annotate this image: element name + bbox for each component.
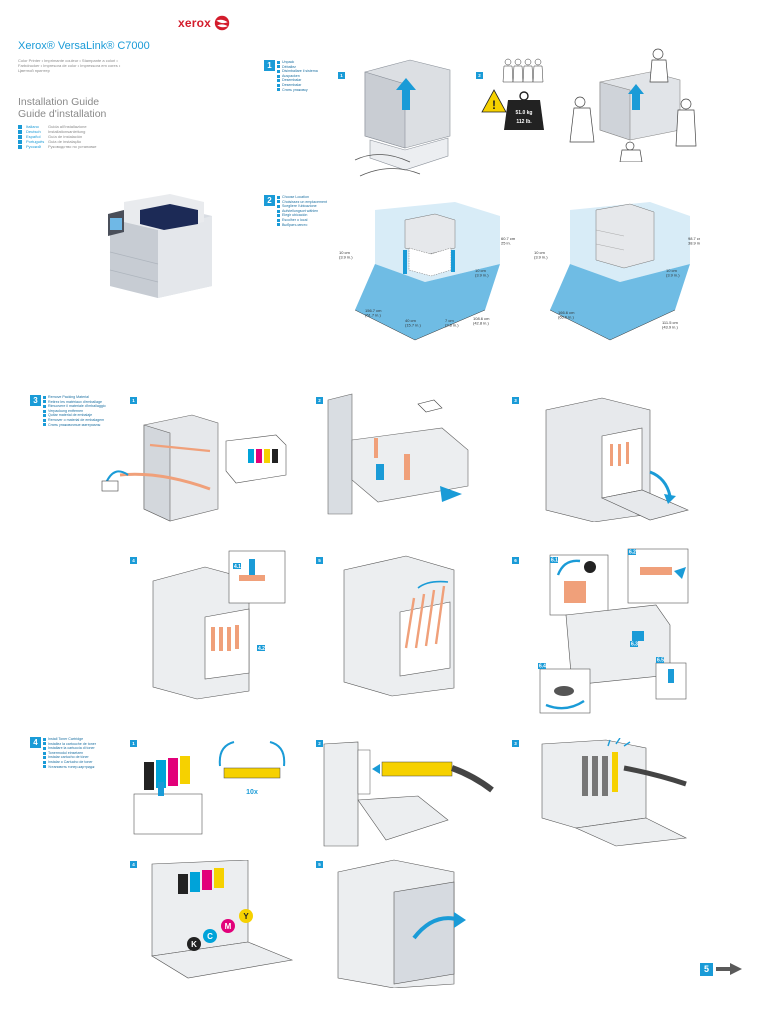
remove-tape-panel <box>101 414 287 522</box>
svg-text:4.2: 4.2 <box>258 646 265 652</box>
product-subtitle: Color Printer • Imprimante couleur • Sta… <box>18 58 168 73</box>
toner-unpack-panel: 10x <box>133 741 286 835</box>
step-1-instructions: Unpack Déballez Disimballare il sistema … <box>277 60 318 92</box>
svg-text:K: K <box>191 940 197 949</box>
step-badge: 4 <box>30 737 41 748</box>
magenta-toner-badge <box>221 919 235 933</box>
panel-number: 4 <box>130 557 137 564</box>
open-front-door-panel <box>545 397 689 522</box>
svg-text:M: M <box>225 922 232 931</box>
lift-printer-panel <box>569 48 697 162</box>
remove-tray-packing-panel <box>327 393 469 515</box>
panel-number: 2 <box>316 397 323 404</box>
panel-number: 5 <box>316 861 323 868</box>
weight-warning-panel: ! 51.0 kg 112 lb. <box>481 58 544 130</box>
svg-text:112 lb.: 112 lb. <box>516 119 532 125</box>
panel-number: 3 <box>512 740 519 747</box>
svg-text:4.1: 4.1 <box>234 564 241 570</box>
step-badge: 3 <box>30 395 41 406</box>
step-badge: 2 <box>264 195 275 206</box>
warning-icon <box>481 89 507 113</box>
dim-front-small: 7 cm(2.8 in.) <box>445 318 459 328</box>
next-step-indicator: 5 <box>700 962 746 976</box>
step-2-instructions: Choose Location Choisissez un emplacemen… <box>277 195 327 227</box>
logo-text: xerox <box>178 16 212 30</box>
svg-text:6.5: 6.5 <box>657 658 664 664</box>
next-step-number: 5 <box>700 962 713 976</box>
black-toner-badge <box>187 937 201 951</box>
weight-icon <box>504 100 544 130</box>
subtitle-line: Farbdrucker • Impresora de color • Impre… <box>18 63 121 68</box>
dim-depth: 108.6 cm(42.8 in.) <box>473 316 490 326</box>
step-3-instructions: Remove Packing Material Retirez les maté… <box>43 395 106 427</box>
lock-icon <box>584 561 596 573</box>
step-4-instructions: Install Toner Cartridge Installez la car… <box>43 737 96 769</box>
svg-text:51.0 kg: 51.0 kg <box>516 110 533 116</box>
dim-left: 10 cm(3.9 in.) <box>534 250 548 260</box>
toner-colors-panel: K C M Y <box>151 860 294 979</box>
dim-front-left: 156.7 cm(61.7 in.) <box>365 308 382 318</box>
panel-number: 6 <box>512 557 519 564</box>
svg-text:6.2: 6.2 <box>629 550 636 556</box>
svg-text:!: ! <box>492 98 496 112</box>
product-title: Xerox® VersaLink® C7000 <box>18 40 150 52</box>
dim-height: 98.7 cm38.9 in. <box>688 236 700 246</box>
subtitle-line: Color Printer • Imprimante couleur • Sta… <box>18 58 118 63</box>
xerox-logo: xerox <box>178 12 250 34</box>
panel-number: 3 <box>512 397 519 404</box>
unlock-remove-panel: 6.4 6.1 6.2 6.3 6.5 <box>538 548 689 714</box>
hero-printer-illustration <box>108 194 212 298</box>
panel-number: 1 <box>130 740 137 747</box>
dim-right: 10 cm(3.9 in.) <box>666 268 680 278</box>
clearance-diagram-right: 10 cm(3.9 in.) 98.7 cm38.9 in. 10 cm(3.9… <box>534 202 700 341</box>
guide-title: Installation Guide Guide d'installation <box>18 96 106 120</box>
subtitle-line: Цветной принтер <box>18 68 50 73</box>
panel-number: 4 <box>130 861 137 868</box>
svg-text:6.3: 6.3 <box>631 642 638 648</box>
step-badge: 1 <box>264 60 275 71</box>
dim-front-mid: 40 cm(15.7 in.) <box>405 318 421 328</box>
unpack-box-panel <box>354 59 451 177</box>
dim-left: 10 cm(3.9 in.) <box>339 250 353 260</box>
yellow-toner-badge <box>239 909 253 923</box>
shake-count: 10x <box>246 789 258 796</box>
close-front-door-panel <box>337 859 466 988</box>
panel-number: 1 <box>130 397 137 404</box>
pull-strips-panel <box>343 555 455 697</box>
svg-text:C: C <box>207 932 213 941</box>
remove-strips-panel: 4.1 4.2 <box>152 550 286 700</box>
svg-text:6.1: 6.1 <box>551 558 558 564</box>
svg-text:Y: Y <box>243 912 249 921</box>
guide-title-en: Installation Guide <box>18 96 100 108</box>
panel-number: 2 <box>476 72 483 79</box>
panel-number: 2 <box>316 740 323 747</box>
arrow-right-icon <box>716 963 742 975</box>
dim-depth: 111.5 cm(43.9 in.) <box>662 320 679 330</box>
panel-number: 1 <box>338 72 345 79</box>
cyan-toner-badge <box>203 929 217 943</box>
seat-toner-panel <box>541 738 688 847</box>
xerox-sphere-icon <box>214 15 230 31</box>
people-icon <box>502 58 544 83</box>
guide-title-fr: Guide d'installation <box>18 108 107 120</box>
insert-toner-panel <box>323 741 494 847</box>
panel-number: 5 <box>316 557 323 564</box>
dim-front-left: 166.6 cm(65.6 in.) <box>558 310 575 320</box>
dim-right: 10 cm(3.9 in.) <box>475 268 489 278</box>
svg-text:6.4: 6.4 <box>539 664 546 670</box>
